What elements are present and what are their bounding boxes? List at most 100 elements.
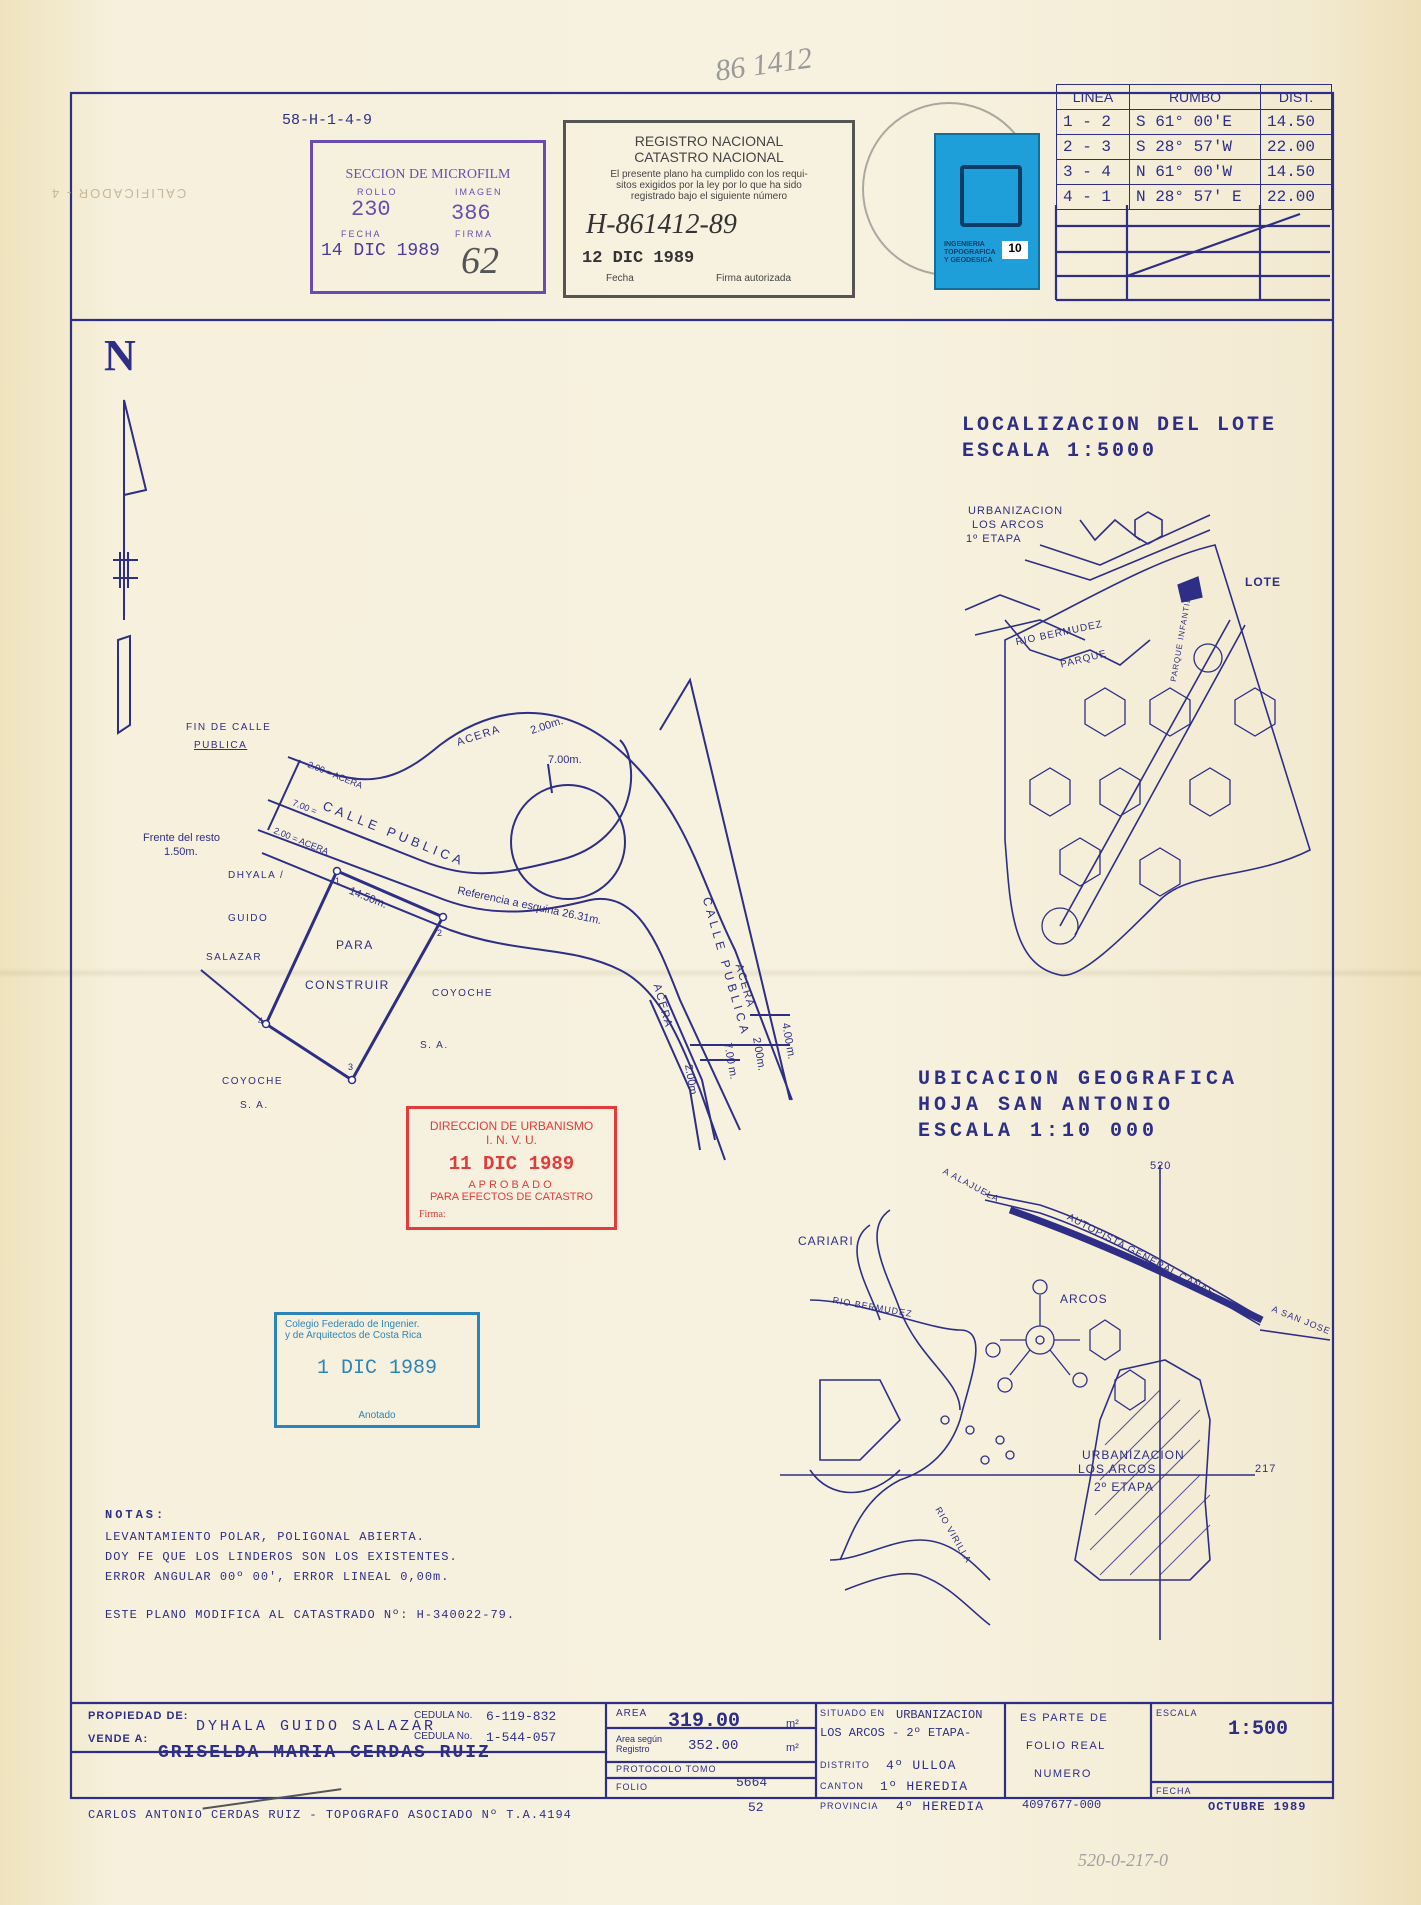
grid-label: 217	[1255, 1463, 1277, 1475]
plot-drawing	[200, 677, 793, 1161]
table-cell: 14.50	[1260, 109, 1332, 135]
timbre-text: Y GEODESICA	[944, 257, 993, 264]
folio-real-label: NUMERO	[1034, 1768, 1092, 1780]
microfilm-title: SECCION DE MICROFILM	[345, 167, 511, 182]
registro-stamp: REGISTRO NACIONAL CATASTRO NACIONAL El p…	[563, 120, 855, 298]
point-label: 3	[348, 1062, 354, 1072]
table-row: 1 - 2 S 61° 00'E 14.50	[1056, 109, 1332, 135]
folio-value: 52	[748, 1800, 764, 1815]
unit-label: m²	[786, 1742, 799, 1754]
plot-label: S. A.	[240, 1100, 269, 1111]
point-label: 1	[335, 876, 341, 886]
table-row: 3 - 4 N 61° 00'W 14.50	[1056, 159, 1332, 185]
north-label: N	[104, 331, 136, 380]
fecha-label: FECHA	[1156, 1786, 1192, 1796]
table-row: 2 - 3 S 28° 57'W 22.00	[1056, 134, 1332, 160]
location-scale: ESCALA 1:5000	[962, 440, 1158, 463]
outer-frame	[69, 91, 1335, 1800]
registro-text: sitos exigidos por la ley por lo que ha …	[616, 180, 802, 191]
area-reg-label: Registro	[616, 1744, 650, 1754]
situado-value: LOS ARCOS - 2º ETAPA-	[820, 1726, 972, 1740]
table-header: DIST.	[1260, 84, 1332, 110]
vende-value: GRISELDA MARIA CERDAS RUIZ	[158, 1743, 491, 1763]
rollo-label: ROLLO	[357, 187, 398, 197]
table-cell: N 61° 00'W	[1129, 159, 1261, 185]
table-cell: S 61° 00'E	[1129, 109, 1261, 135]
escala-label: ESCALA	[1156, 1708, 1198, 1718]
bottom-handwritten: 520-0-217-0	[1078, 1850, 1168, 1870]
plot-label: COYOCHE	[432, 988, 494, 999]
folio-real-label: FOLIO REAL	[1026, 1740, 1106, 1752]
colegio-stamp: Colegio Federado de Ingenier. y de Arqui…	[274, 1312, 480, 1428]
cedula-value: 6-119-832	[486, 1709, 557, 1724]
urbanismo-stamp: DIRECCION DE URBANISMO I. N. V. U. 11 DI…	[406, 1106, 617, 1230]
paper-fold	[0, 968, 1421, 978]
registro-title: REGISTRO NACIONAL	[634, 133, 784, 149]
registro-text: El presente plano ha cumplido con los re…	[610, 169, 808, 180]
urbanismo-title: DIRECCION DE URBANISMO	[429, 1119, 594, 1133]
table-cell: 22.00	[1260, 184, 1332, 210]
fecha-label: FECHA	[341, 229, 382, 239]
cedula-value: 1-544-057	[486, 1730, 557, 1745]
plot-label: 1.50m.	[164, 846, 198, 858]
lote-label: LOTE	[1245, 575, 1281, 589]
timbre-value: 10	[1002, 241, 1028, 259]
fecha-value: OCTUBRE 1989	[1208, 1800, 1307, 1814]
notas-title: NOTAS:	[105, 1508, 167, 1522]
cedula-label: CEDULA No.	[414, 1710, 473, 1721]
situado-label: SITUADO EN	[820, 1708, 886, 1718]
map-label: LOS ARCOS	[1078, 1462, 1157, 1476]
registro-number: H-861412-89	[586, 209, 737, 240]
plot-label: FIN DE CALLE	[186, 722, 272, 733]
nota-line: ERROR ANGULAR 00º 00', ERROR LINEAL 0,00…	[105, 1570, 450, 1584]
timbre-text: INGENIERIA	[944, 241, 985, 248]
distrito-value: 4º ULLOA	[886, 1758, 957, 1773]
ubicacion-hoja: HOJA SAN ANTONIO	[918, 1094, 1175, 1117]
table-header: RUMBO	[1129, 84, 1261, 110]
geographic-map	[780, 1165, 1331, 1640]
plot-label: PUBLICA	[194, 740, 248, 751]
escala-value: 1:500	[1228, 1718, 1289, 1741]
nota-line: LEVANTAMIENTO POLAR, POLIGONAL ABIERTA.	[105, 1530, 425, 1544]
table-cell: 22.00	[1260, 134, 1332, 160]
table-cell: 3 - 4	[1056, 159, 1130, 185]
point-label: 4	[258, 1016, 264, 1026]
map-label: URBANIZACION	[1082, 1448, 1185, 1462]
firma-label: FIRMA	[455, 229, 493, 239]
folio-label: FOLIO	[616, 1782, 649, 1792]
table-row: 4 - 1 N 28° 57' E 22.00	[1056, 184, 1332, 210]
area-reg-label: Area según	[616, 1734, 663, 1744]
plot-label: S. A.	[420, 1040, 449, 1051]
plot-label: 7.00m.	[548, 754, 582, 766]
urbanismo-firma: Firma:	[419, 1209, 446, 1220]
table-cell: 1 - 2	[1056, 109, 1130, 135]
nota-line: ESTE PLANO MODIFICA AL CATASTRADO Nº: H-…	[105, 1608, 516, 1622]
timbre-text: TOPOGRAFICA	[944, 249, 996, 256]
protocolo-label: PROTOCOLO TOMO	[616, 1764, 717, 1774]
location-title: LOCALIZACION DEL LOTE	[962, 414, 1278, 437]
plot-label: GUIDO	[228, 913, 269, 924]
point-label: 2	[437, 928, 443, 938]
colegio-anotado: Anotado	[358, 1410, 396, 1421]
nota-line: DOY FE QUE LOS LINDEROS SON LOS EXISTENT…	[105, 1550, 458, 1564]
plot-label: PARA	[336, 938, 374, 952]
location-label: LOS ARCOS	[972, 519, 1045, 531]
urbanismo-date: 11 DIC 1989	[448, 1153, 575, 1175]
location-label: 1º ETAPA	[966, 533, 1022, 545]
colegio-text: y de Arquitectos de Costa Rica	[285, 1330, 422, 1341]
table-cell: 4 - 1	[1056, 184, 1130, 210]
area-label: AREA	[616, 1708, 648, 1719]
table-cell: 2 - 3	[1056, 134, 1130, 160]
location-map	[964, 511, 1311, 977]
provincia-value: 4º HEREDIA	[896, 1799, 985, 1814]
unit-label: m²	[786, 1718, 799, 1730]
registro-fecha-label: Fecha	[606, 273, 634, 284]
plot-label: DHYALA /	[228, 870, 285, 881]
cedula-label: CEDULA No.	[414, 1731, 473, 1742]
registro-date: 12 DIC 1989	[582, 249, 695, 268]
plot-label: Frente del resto	[143, 832, 221, 844]
location-label: URBANIZACION	[968, 505, 1064, 517]
registro-firma-label: Firma autorizada	[716, 273, 792, 284]
map-label: ARCOS	[1060, 1292, 1108, 1306]
